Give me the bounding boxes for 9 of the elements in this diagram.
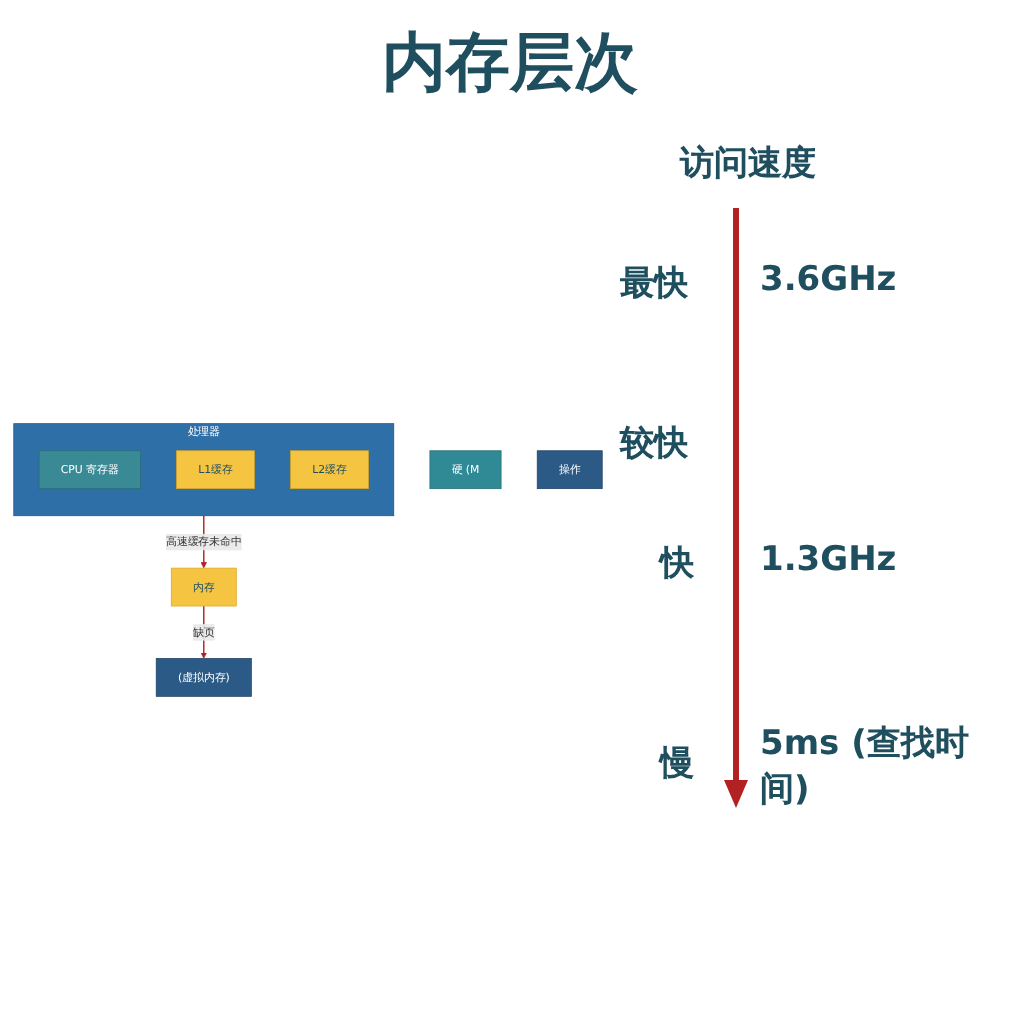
axis-title: 访问速度 <box>680 142 816 186</box>
axis-label: 较快 <box>620 422 688 466</box>
axis-label: 3.6GHz <box>760 260 897 300</box>
diagram-title: 内存层次 <box>380 22 640 104</box>
axis-label: 5ms (查找时间) <box>760 722 971 812</box>
axis-label: 快 <box>660 542 694 586</box>
axis-label: 慢 <box>660 742 694 786</box>
axis-label: 最快 <box>620 262 688 306</box>
axis-label: 1.3GHz <box>760 540 897 580</box>
